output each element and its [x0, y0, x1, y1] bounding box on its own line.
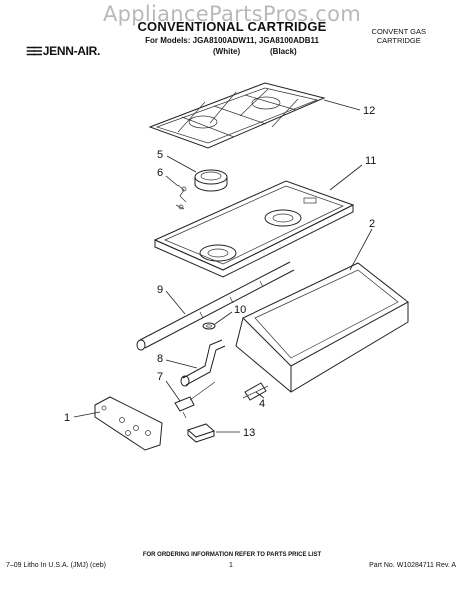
callout-8: 8 [157, 353, 198, 369]
svg-text:1: 1 [64, 412, 70, 424]
svg-text:12: 12 [363, 105, 375, 117]
page-number: 1 [229, 562, 233, 569]
svg-text:2: 2 [369, 218, 375, 230]
svg-text:5: 5 [157, 149, 163, 161]
part-bracket[interactable] [94, 396, 163, 451]
litho-info: 7–09 Litho In U.S.A. (JMJ) (ceb) [6, 562, 106, 569]
brand-logo: ☰☰ JENN-AIR. [26, 44, 100, 58]
svg-text:10: 10 [234, 304, 246, 316]
part-electrode[interactable] [174, 381, 216, 419]
watermark: AppliancePartsPros.com [102, 2, 362, 26]
part-manifold-tube[interactable] [136, 261, 295, 351]
part-burner-tray[interactable] [153, 180, 355, 278]
section-label-line1: CONVENT GAS [371, 27, 426, 36]
callout-10: 10 [214, 304, 246, 325]
part-orifice[interactable] [202, 322, 216, 330]
svg-text:13: 13 [243, 427, 255, 439]
svg-text:4: 4 [259, 398, 265, 410]
svg-text:6: 6 [157, 167, 163, 179]
page-title: CONVENTIONAL CARTRIDGE [137, 19, 327, 34]
svg-text:8: 8 [157, 353, 163, 365]
svg-text:9: 9 [157, 284, 163, 296]
part-burner-box[interactable] [235, 262, 409, 393]
callout-7: 7 [157, 371, 181, 402]
part-grate[interactable] [148, 82, 326, 149]
callout-1: 1 [64, 411, 101, 424]
ordering-note: FOR ORDERING INFORMATION REFER TO PARTS … [142, 552, 322, 558]
callout-4: 4 [255, 391, 265, 410]
part-spacer[interactable] [187, 423, 215, 443]
variant-white: (White) [213, 47, 241, 56]
variant-black: (Black) [270, 47, 297, 56]
part-burner-tube[interactable] [180, 339, 226, 387]
callout-2: 2 [349, 218, 375, 271]
svg-text:7: 7 [157, 371, 163, 383]
part-burner-cap[interactable] [194, 169, 228, 192]
callout-11: 11 [329, 155, 376, 191]
callout-13: 13 [216, 427, 255, 439]
section-label-line2: CARTRIDGE [376, 36, 421, 45]
brand-mark-icon: ☰☰ [26, 46, 43, 58]
section-label: CONVENT GAS CARTRIDGE [372, 27, 426, 45]
svg-text:11: 11 [365, 155, 376, 167]
callout-6: 6 [157, 167, 179, 187]
part-clip[interactable] [242, 382, 269, 401]
callout-5: 5 [157, 149, 197, 173]
model-numbers: For Models: JGA8100ADW11, JGA8100ADB11 [145, 36, 319, 45]
part-igniter[interactable] [175, 184, 187, 210]
part-number: Part No. W10284711 Rev. A [369, 562, 456, 569]
callout-12: 12 [323, 99, 375, 117]
brand-name: JENN-AIR. [42, 44, 101, 58]
callout-9: 9 [157, 284, 186, 315]
